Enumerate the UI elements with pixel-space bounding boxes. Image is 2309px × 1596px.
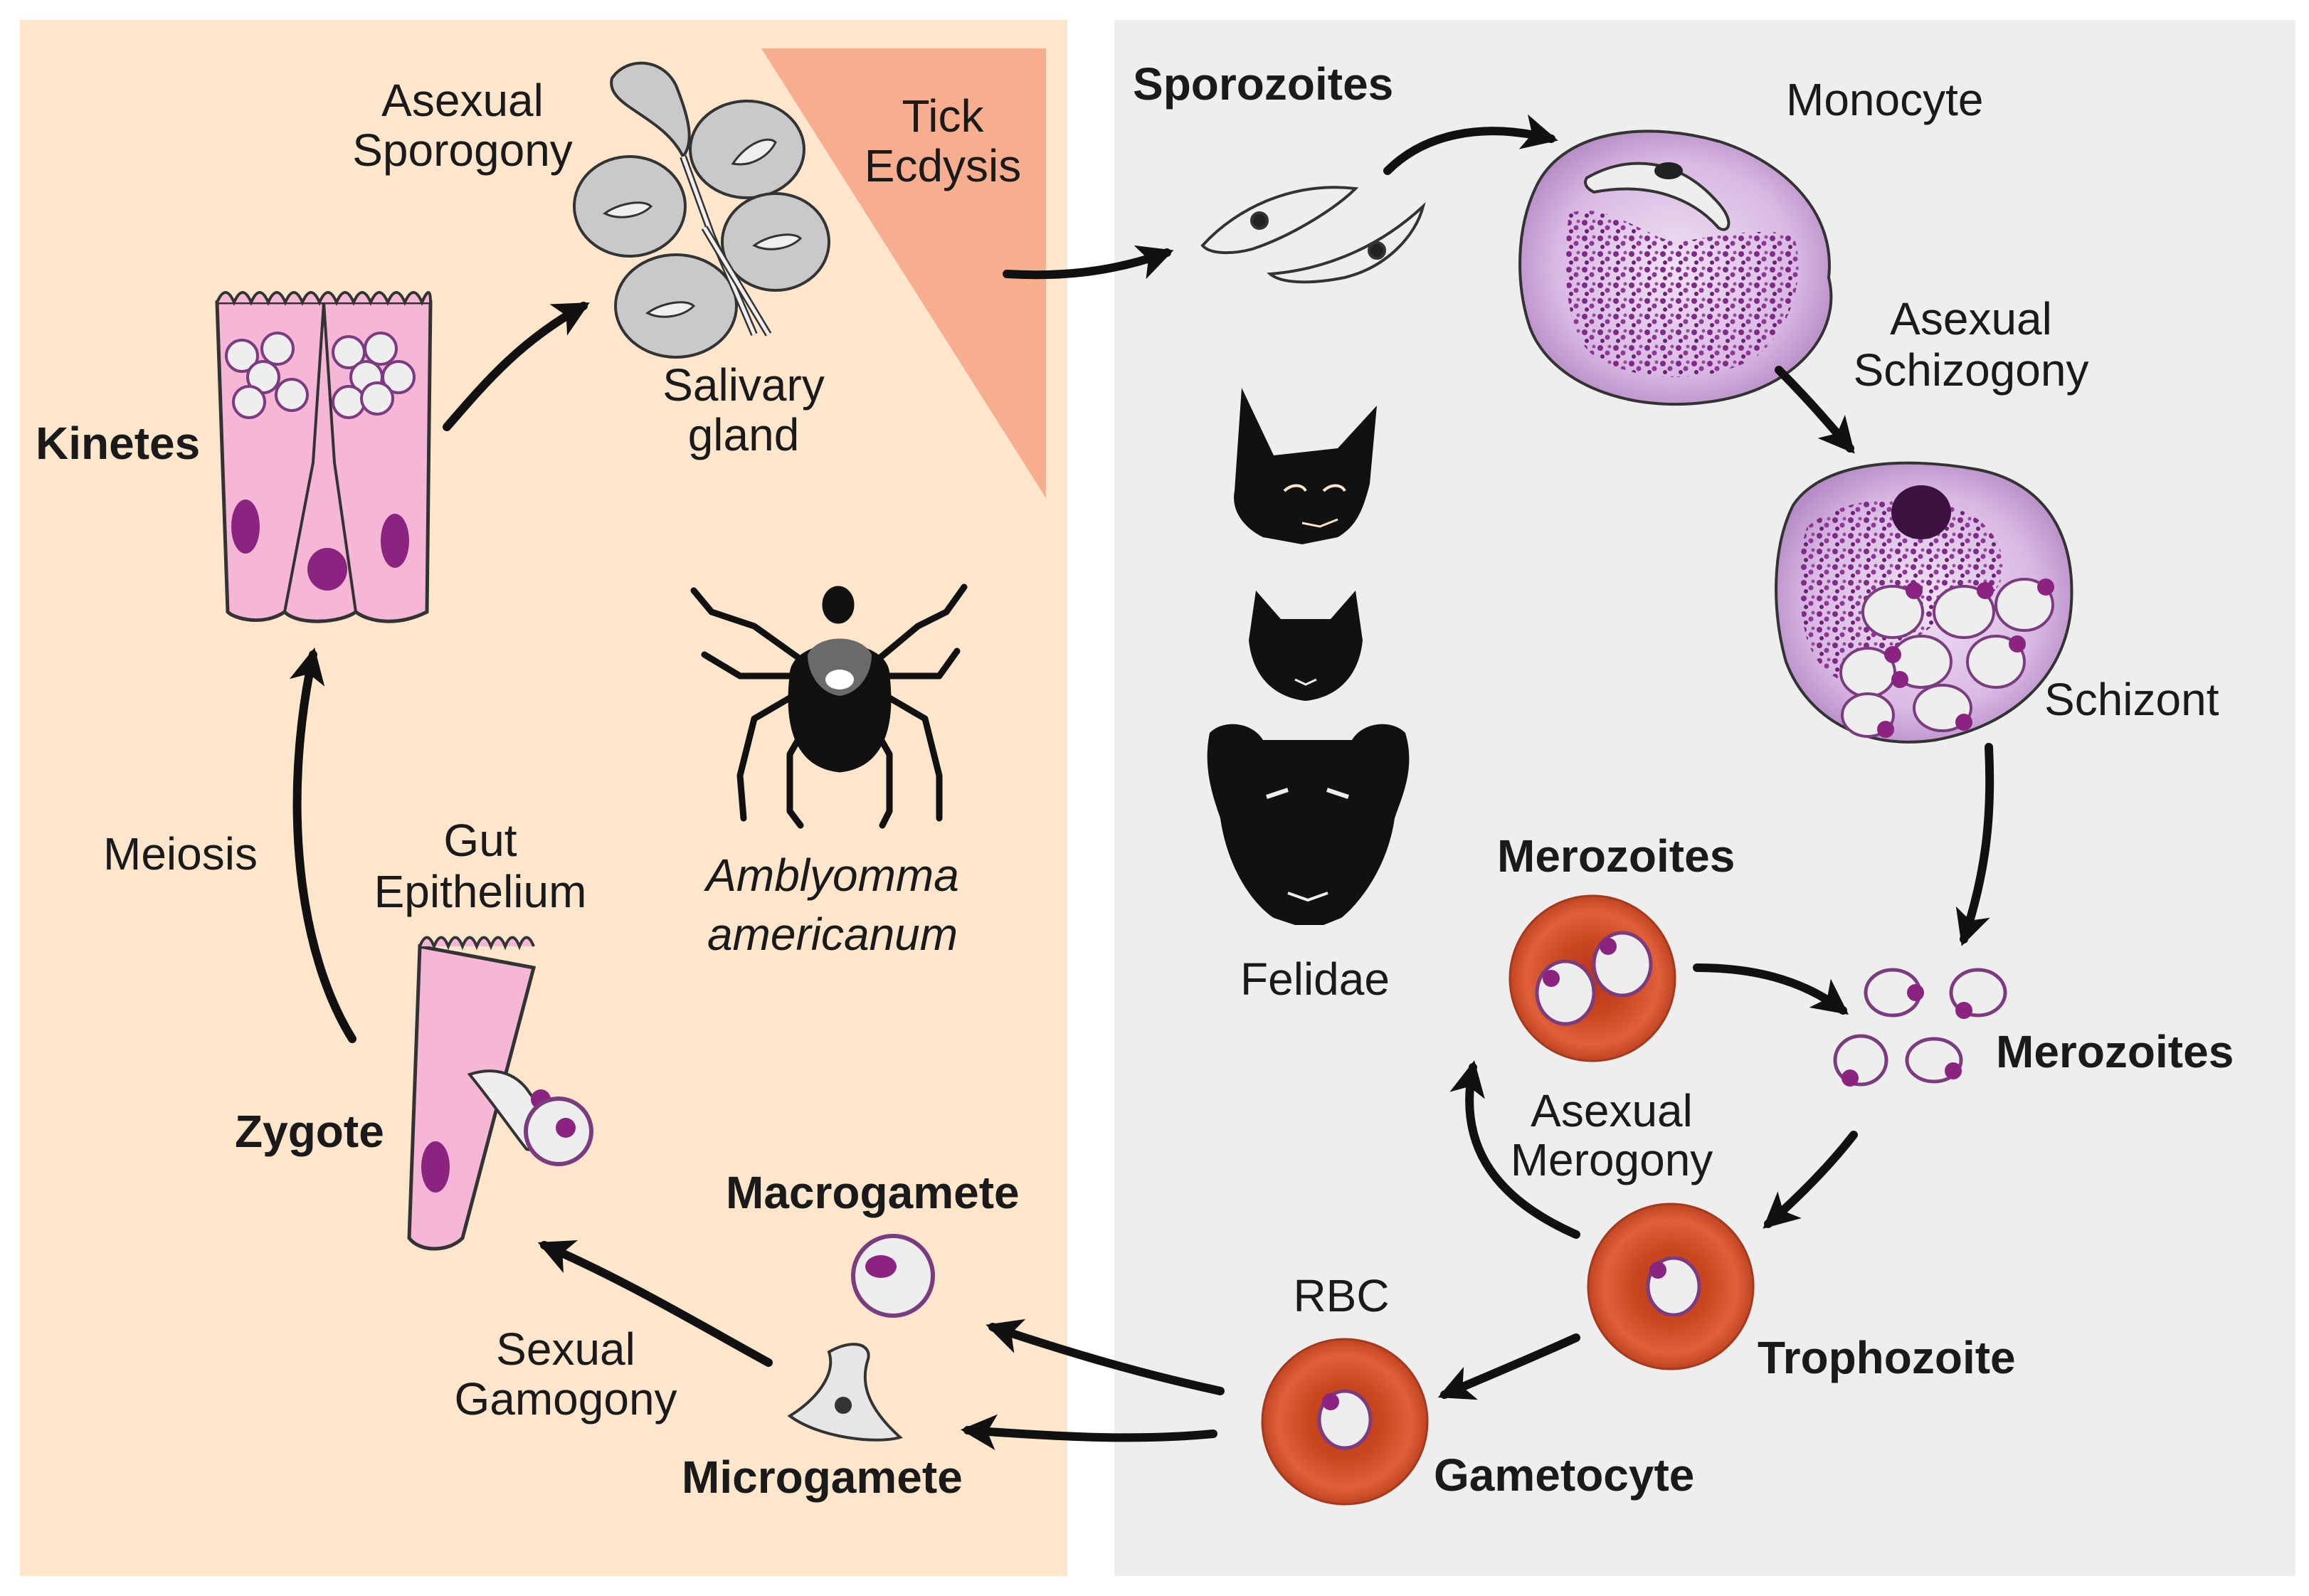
merozoites-top-label: Merozoites	[1497, 830, 1735, 882]
microgamete-cell	[787, 1343, 904, 1442]
trophozoite-label: Trophozoite	[1758, 1332, 2016, 1383]
schizont-label: Schizont	[2044, 674, 2219, 725]
salivary-gland	[573, 61, 830, 359]
microgamete-label: Microgamete	[682, 1452, 963, 1503]
asexual-schizogony-label-2: Schizogony	[1854, 344, 2089, 396]
sexual-gamogony-label-1: Sexual	[496, 1323, 635, 1375]
asexual-merogony-label-2: Merogony	[1511, 1134, 1713, 1185]
gametocyte-rbc	[1261, 1338, 1429, 1506]
zygote-label: Zygote	[235, 1106, 384, 1157]
sporozoites-cells	[1200, 186, 1426, 284]
rbc-label: RBC	[1293, 1270, 1389, 1321]
merozoites-right-label: Merozoites	[1996, 1026, 2234, 1077]
panther-head-icon	[1207, 724, 1410, 925]
merozoites-rbc	[1508, 894, 1676, 1062]
salivary-gland-label-2: gland	[688, 409, 800, 460]
tick-icon	[690, 583, 968, 829]
tick-ecdysis-label-2: Ecdysis	[865, 140, 1022, 191]
cycle-arrows	[289, 114, 1994, 1451]
schizont-cell	[1775, 461, 2073, 744]
lynx-head-icon	[1234, 388, 1377, 544]
tick-ecdysis-label-1: Tick	[902, 90, 985, 142]
asexual-sporogony-label-1: Asexual	[381, 75, 544, 126]
free-merozoite-nuclei	[1842, 984, 1972, 1087]
salivary-gland-label-1: Salivary	[662, 359, 825, 411]
gut-epithelium-label-1: Gut	[443, 815, 517, 866]
gut-epithelium-label-2: Epithelium	[374, 866, 587, 917]
amblyomma-label-2: americanum	[707, 909, 958, 960]
sporozoites-label: Sporozoites	[1133, 58, 1393, 110]
macrogamete-cell	[851, 1234, 935, 1318]
monocyte-cell	[1518, 130, 1833, 406]
tick-ecdysis-triangle	[761, 48, 1046, 498]
kinetes-label: Kinetes	[36, 418, 200, 469]
zygote-cell	[524, 1096, 593, 1166]
asexual-merogony-label-1: Asexual	[1531, 1085, 1693, 1136]
sexual-gamogony-label-2: Gamogony	[454, 1373, 677, 1425]
monocyte-label: Monocyte	[1786, 74, 1983, 125]
asexual-sporogony-label-2: Sporogony	[352, 125, 573, 176]
amblyomma-label-1: Amblyomma	[703, 850, 959, 901]
kinetes-epithelium	[215, 291, 433, 623]
domestic-cat-head-icon	[1249, 591, 1363, 701]
macrogamete-label: Macrogamete	[726, 1167, 1020, 1218]
trophozoite-rbc	[1587, 1203, 1755, 1370]
meiosis-label: Meiosis	[103, 828, 258, 879]
gametocyte-label: Gametocyte	[1434, 1449, 1694, 1501]
felidae-label: Felidae	[1240, 953, 1390, 1005]
asexual-schizogony-label-1: Asexual	[1890, 293, 2052, 344]
